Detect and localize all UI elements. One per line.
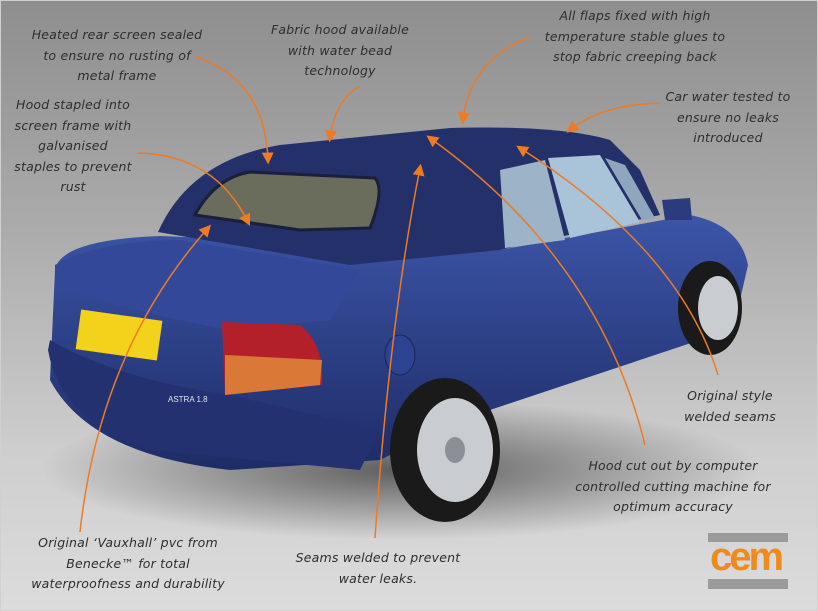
- callout-line: galvanised: [38, 138, 108, 153]
- callout-line: Car water tested to: [665, 89, 791, 104]
- callout-stapled: Hood stapled into screen frame with galv…: [8, 95, 138, 198]
- callout-line: stop fabric creeping back: [553, 49, 717, 64]
- callout-line: optimum accuracy: [613, 499, 733, 514]
- callout-line: waterproofness and durability: [31, 576, 225, 591]
- callout-line: Original ‘Vauxhall’ pvc from: [38, 535, 218, 550]
- logo-text: cem: [710, 535, 784, 579]
- side-window-rear: [500, 160, 565, 248]
- callout-line: temperature stable glues to: [544, 28, 726, 44]
- callout-flaps: All flaps fixed with high temperature st…: [530, 6, 740, 68]
- arrow-seams-welded: [374, 163, 425, 539]
- callout-line: Fabric hood available: [271, 22, 409, 37]
- callout-line: water leaks.: [338, 570, 418, 586]
- logo-bar-top: [708, 533, 788, 542]
- callout-line: Heated rear screen sealed: [31, 27, 203, 42]
- arrow-water-tested: [566, 102, 661, 133]
- quarter-window: [605, 158, 655, 220]
- callout-seams-welded: Seams welded to prevent water leaks.: [288, 548, 468, 589]
- logo-bar-bottom: [708, 579, 788, 589]
- callout-line: introduced: [693, 130, 763, 145]
- callout-line: Hood cut out by computer: [588, 458, 758, 473]
- callout-water-tested: Car water tested to ensure no leaks intr…: [658, 87, 798, 149]
- callout-line: screen frame with: [14, 117, 132, 133]
- callout-line: metal frame: [77, 68, 157, 83]
- arrow-welded-seams: [516, 145, 719, 376]
- callout-arrows: [79, 36, 719, 539]
- rear-bumper: [48, 340, 380, 470]
- arrow-pvc: [79, 224, 211, 533]
- rear-wheel: [390, 378, 500, 522]
- front-wheel: [678, 261, 742, 355]
- callout-line: staples to prevent: [14, 158, 132, 174]
- callout-pvc: Original ‘Vauxhall’ pvc from Benecke™ fo…: [18, 533, 238, 595]
- callout-line: welded seams: [684, 408, 776, 424]
- callout-line: to ensure no rusting of: [43, 47, 191, 63]
- side-window-front: [548, 155, 640, 238]
- cem-logo: cem: [708, 533, 788, 591]
- callout-line: All flaps fixed with high: [559, 8, 711, 23]
- callout-line: with water bead: [287, 42, 393, 58]
- arrow-cut-out: [426, 135, 646, 446]
- model-badge: ASTRA 1.8: [168, 395, 208, 404]
- arrow-fabric-hood: [325, 85, 361, 143]
- indicator-light: [225, 355, 322, 395]
- callout-line: rust: [60, 179, 86, 194]
- callout-cut-out: Hood cut out by computer controlled cutt…: [563, 456, 783, 518]
- arrow-stapled: [137, 152, 251, 227]
- callout-heated-screen: Heated rear screen sealed to ensure no r…: [22, 25, 212, 87]
- callout-fabric-hood: Fabric hood available with water bead te…: [255, 20, 425, 82]
- callout-line: Hood stapled into: [15, 97, 131, 112]
- callout-line: ensure no leaks: [677, 109, 779, 125]
- callout-line: Seams welded to prevent: [295, 550, 461, 565]
- callout-line: technology: [304, 63, 376, 78]
- callout-line: Benecke™ for total: [66, 555, 190, 571]
- callout-line: Original style: [687, 388, 773, 403]
- arrow-heated-screen: [195, 56, 274, 165]
- arrow-flaps: [457, 36, 531, 125]
- callout-line: controlled cutting machine for: [575, 478, 771, 494]
- wing-mirror: [662, 198, 692, 220]
- callout-welded-seams: Original style welded seams: [670, 386, 790, 427]
- number-plate: [75, 309, 163, 361]
- boot-lid: [55, 240, 360, 330]
